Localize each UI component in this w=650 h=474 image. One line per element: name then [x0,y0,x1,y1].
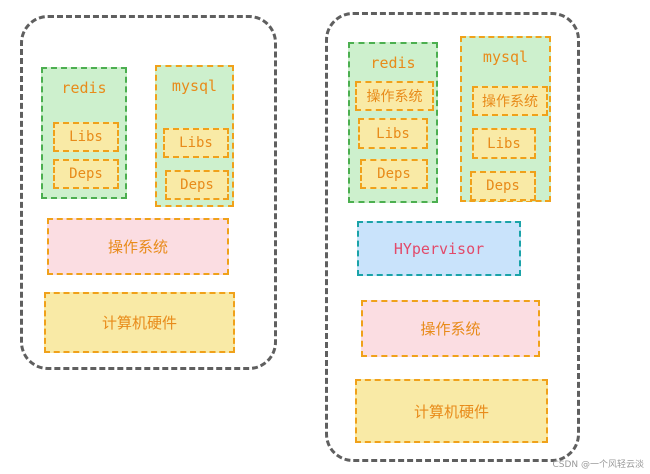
right-mysql-os: 操作系统 [472,86,548,116]
right-mysql-deps-label: Deps [486,178,520,194]
left-hardware-box: 计算机硬件 [44,292,235,353]
left-mysql-libs: Libs [163,128,229,158]
left-os-label: 操作系统 [107,238,168,256]
right-redis-deps: Deps [360,159,428,189]
right-mysql-libs: Libs [472,128,536,159]
right-mysql-os-label: 操作系统 [482,94,538,110]
left-outer-box [20,15,277,370]
right-hypervisor-label: HYpervisor [393,239,485,258]
right-hardware-box: 计算机硬件 [355,379,548,443]
right-hypervisor-box: HYpervisor [357,221,521,276]
watermark-text: CSDN @一个风轻云淡 [552,460,644,470]
right-redis-label: redis [370,54,416,72]
left-mysql-deps: Deps [165,170,229,200]
right-outer-box [325,12,580,462]
right-redis-os-label: 操作系统 [366,89,423,105]
watermark: CSDN @一个风轻云淡 [552,457,644,470]
right-mysql-label: mysql [482,48,529,66]
right-redis-os: 操作系统 [355,81,434,111]
left-hardware-label: 计算机硬件 [101,314,177,332]
left-os-box: 操作系统 [47,218,229,275]
left-redis-deps: Deps [53,159,119,189]
right-redis-libs-label: Libs [376,125,410,142]
left-mysql-label: mysql [171,77,218,95]
right-hardware-label: 计算机硬件 [413,402,489,421]
right-mysql-deps: Deps [470,171,536,201]
left-mysql-libs-label: Libs [179,135,213,151]
right-redis-libs: Libs [358,118,428,149]
right-os-label: 操作系统 [420,320,481,338]
left-redis-libs-label: Libs [69,129,103,145]
right-os-box: 操作系统 [361,300,540,357]
left-mysql-deps-label: Deps [180,177,214,193]
left-redis-label: redis [61,79,107,97]
left-redis-libs: Libs [53,122,119,152]
left-redis-deps-label: Deps [69,166,103,182]
right-mysql-libs-label: Libs [487,135,521,152]
right-redis-deps-label: Deps [377,166,411,182]
